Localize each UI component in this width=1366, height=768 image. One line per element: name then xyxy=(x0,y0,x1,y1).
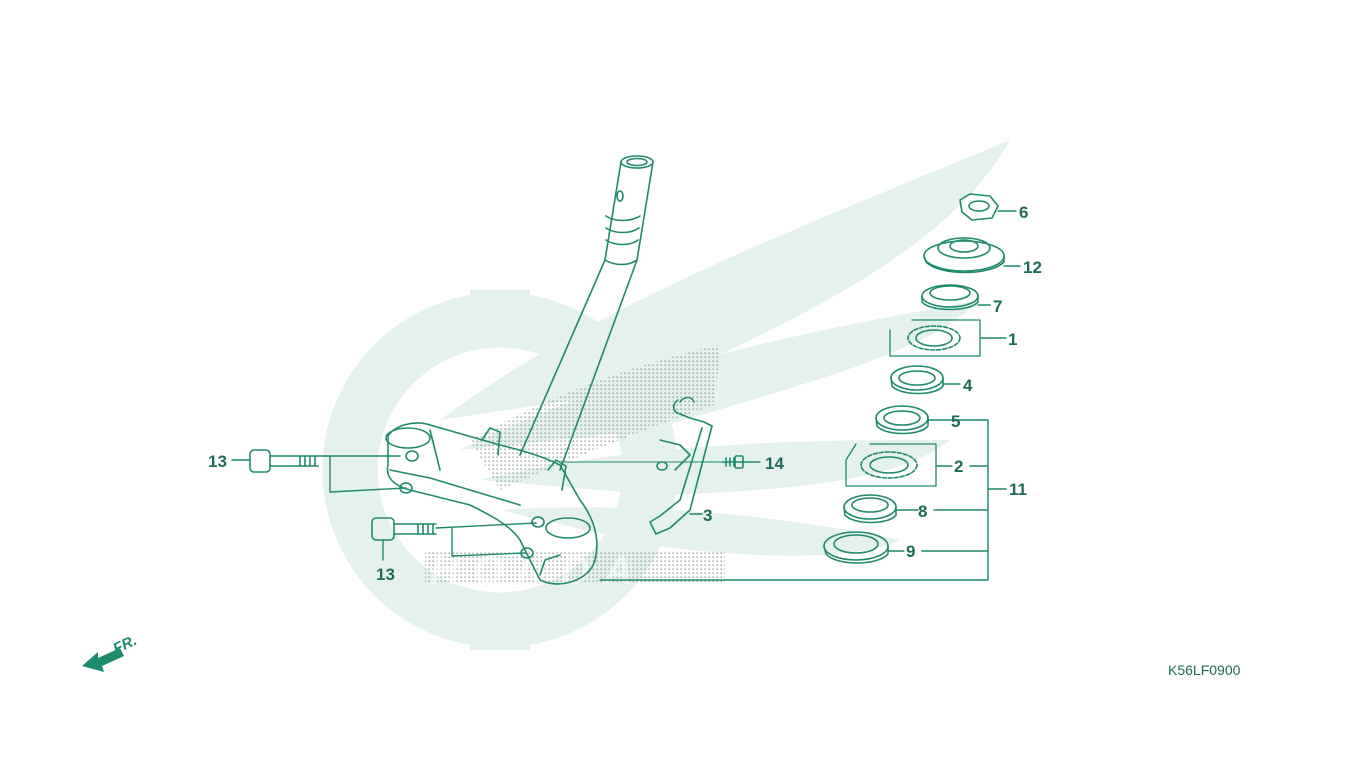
part-4-race xyxy=(890,365,944,395)
part-5-race xyxy=(875,405,929,435)
front-label: FR. xyxy=(111,632,140,658)
callout-3: 3 xyxy=(703,506,712,525)
callout-13-lower: 13 xyxy=(376,565,395,584)
callout-4: 4 xyxy=(963,376,973,395)
watermark-wing xyxy=(440,140,1010,420)
bolt-13-upper xyxy=(249,449,319,473)
callout-13-upper: 13 xyxy=(208,452,227,471)
callout-8: 8 xyxy=(918,502,927,521)
callout-5: 5 xyxy=(951,412,960,431)
part-8-race xyxy=(843,494,897,524)
bottom-bridge xyxy=(385,422,598,585)
part-2-bearing xyxy=(845,443,937,487)
callout-14: 14 xyxy=(765,454,784,473)
steering-stem xyxy=(519,155,654,471)
callout-9: 9 xyxy=(906,542,915,561)
part-1-bearing xyxy=(889,319,981,357)
part-12-cone xyxy=(923,237,1005,274)
callout-6: 6 xyxy=(1019,203,1028,222)
diagram-code: K56LF0900 xyxy=(1168,662,1241,678)
callout-2: 2 xyxy=(954,457,963,476)
callout-12: 12 xyxy=(1023,258,1042,277)
honda-wing-watermark: HONDA xyxy=(322,140,1010,650)
bolt-14 xyxy=(721,455,745,469)
callout-7: 7 xyxy=(993,297,1002,316)
part-7-race xyxy=(921,284,979,311)
callout-11: 11 xyxy=(1009,480,1027,499)
callout-1: 1 xyxy=(1008,330,1017,349)
part-6-nut xyxy=(959,193,999,221)
leader-lines xyxy=(231,210,1021,581)
arrow-front-icon: FR. xyxy=(82,632,140,672)
part-9-seal xyxy=(823,531,889,564)
